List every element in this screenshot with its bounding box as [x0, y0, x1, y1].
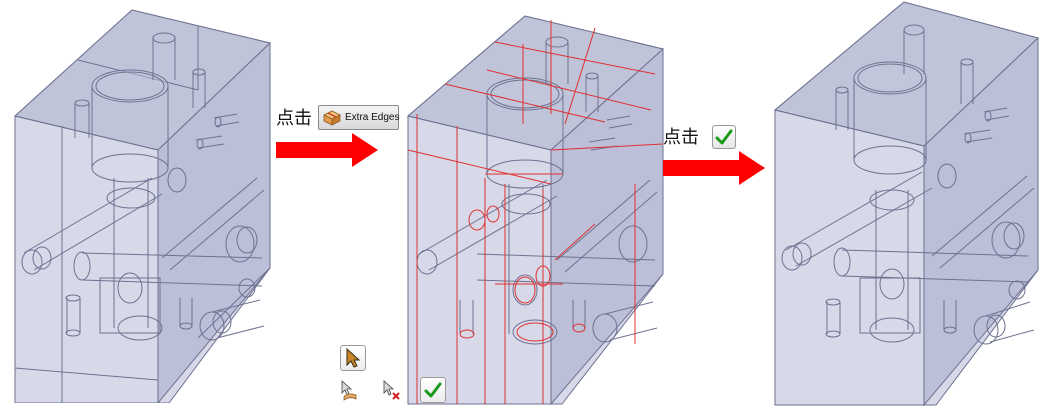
select-tool-button[interactable] — [340, 345, 366, 371]
ok-tool-button[interactable] — [420, 377, 446, 403]
remove-edge-button[interactable] — [378, 377, 404, 403]
select-arrow-icon — [346, 348, 361, 368]
red-arrow-icon — [276, 133, 378, 167]
model-extra-edges — [406, 15, 665, 406]
red-arrow-icon-2 — [663, 151, 765, 185]
extra-edges-button[interactable]: Extra Edges — [318, 105, 399, 130]
add-edge-icon — [341, 380, 357, 401]
green-checkmark-icon — [715, 129, 733, 145]
step-1-click-label: 点击 — [276, 108, 312, 129]
remove-edge-icon — [383, 380, 400, 400]
model-after — [773, 1, 1039, 407]
add-edge-button[interactable] — [336, 377, 362, 403]
green-checkmark-icon-2 — [424, 382, 442, 398]
step-2-click-label: 点击 — [663, 127, 699, 148]
ok-button[interactable] — [712, 125, 736, 149]
model-before — [13, 9, 272, 403]
extra-edges-label: Extra Edges — [345, 112, 400, 123]
box-icon — [322, 110, 342, 126]
